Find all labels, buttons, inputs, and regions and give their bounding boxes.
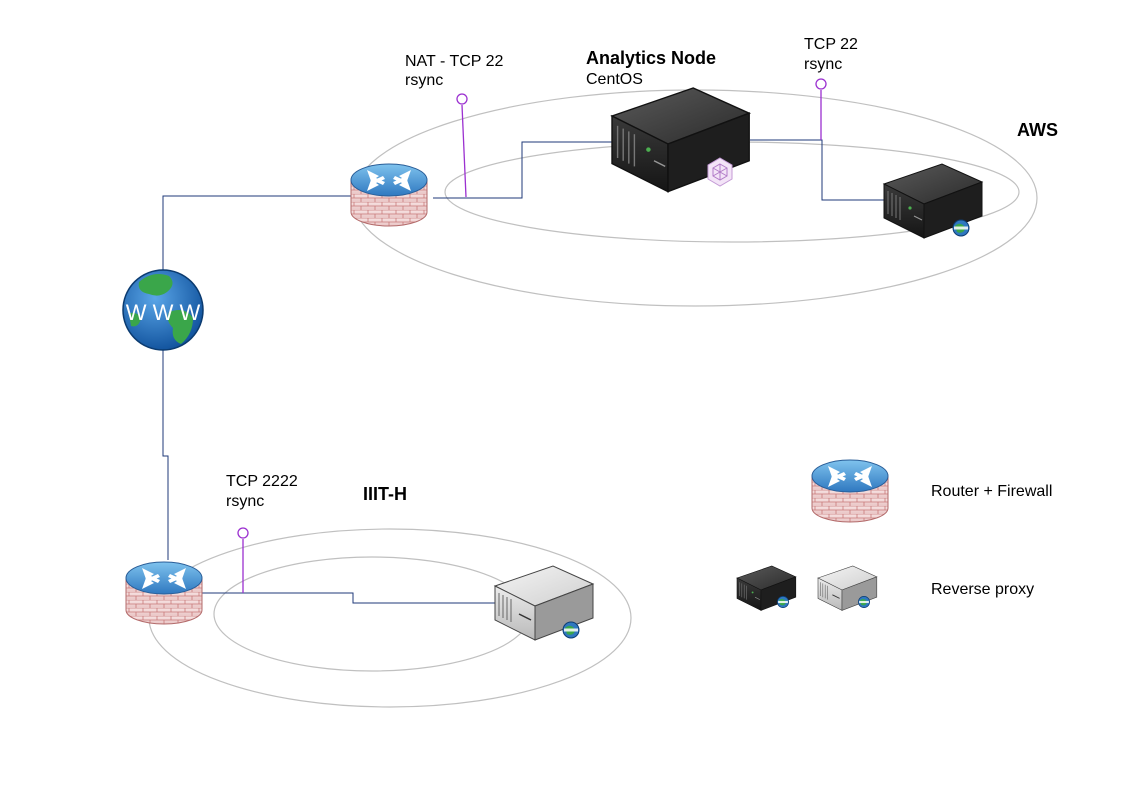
link-iiith-router-proxy <box>200 592 498 604</box>
www-globe-icon: W W W <box>122 269 204 351</box>
iiith-protocol-label: rsync <box>226 493 265 510</box>
analytics-node-title: Analytics Node <box>586 48 717 68</box>
iiith-zone-inner <box>213 556 531 672</box>
www-text: W W W <box>126 300 201 325</box>
legend-router-firewall-icon <box>811 459 889 523</box>
analytics-node-badge-icon <box>707 157 733 187</box>
iiith-zone-label: IIIT-H <box>363 484 407 504</box>
link-www-aws-router <box>162 195 355 270</box>
iiith-port-label: TCP 2222 <box>226 473 298 490</box>
nat-port-label: NAT - TCP 22 <box>405 53 504 70</box>
aws-port-label: TCP 22 <box>804 36 858 53</box>
port-marker-nat-tcp22 <box>456 93 468 198</box>
port-marker-aws-tcp22 <box>815 78 827 140</box>
port-markers <box>237 78 827 593</box>
link-aws-router-analytics <box>433 141 612 199</box>
aws-proxy-badge-icon <box>952 219 970 237</box>
nat-protocol-label: rsync <box>405 72 444 89</box>
iiith-proxy-badge-icon <box>562 621 580 639</box>
iiith-router-firewall-icon[interactable] <box>125 561 203 625</box>
aws-zone-label: AWS <box>1017 120 1059 140</box>
aws-router-firewall-icon[interactable] <box>350 163 428 227</box>
legend-light-badge-icon <box>858 596 870 608</box>
legend-dark-badge-icon <box>777 596 789 608</box>
link-www-iiith-router <box>162 350 169 560</box>
link-analytics-aws-proxy <box>750 139 888 201</box>
port-marker-iiith-tcp2222 <box>237 527 249 593</box>
analytics-node-os: CentOS <box>586 71 643 88</box>
aws-protocol-label: rsync <box>804 56 843 73</box>
legend-reverse-proxy-label: Reverse proxy <box>931 581 1035 598</box>
legend-router-firewall-label: Router + Firewall <box>931 483 1053 500</box>
network-links <box>162 139 888 604</box>
